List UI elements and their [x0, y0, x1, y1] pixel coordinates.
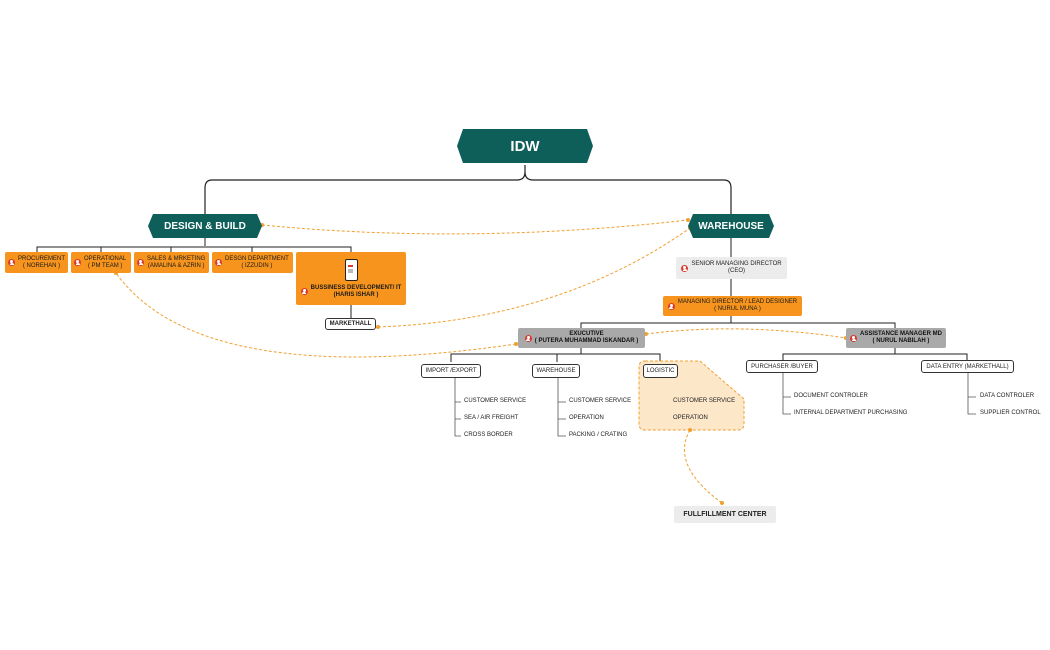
phone-icon — [344, 258, 358, 281]
list-item: CUSTOMER SERVICE — [569, 398, 632, 404]
import-export-node[interactable]: IMPORT /EXPORT — [421, 364, 481, 378]
list-item: INTERNAL DEPARTMENT PURCHASING — [794, 410, 908, 416]
list-item: CUSTOMER SERVICE — [673, 398, 736, 404]
list-item: DOCUMENT CONTROLER — [794, 393, 868, 399]
executive-title: EXUCUTIVE — [569, 331, 604, 337]
sales-person: (AMALINA & AZRIN ) — [147, 262, 205, 269]
person-icon — [300, 288, 308, 295]
warehouse-node[interactable]: WAREHOUSE — [688, 214, 774, 238]
operational-person: ( PM TEAM ) — [87, 262, 123, 269]
procurement-person: ( NOREHAN ) — [22, 262, 61, 269]
list-item: OPERATION — [673, 415, 708, 421]
import-export-label: IMPORT /EXPORT — [425, 368, 477, 374]
list-item: CUSTOMER SERVICE — [464, 398, 527, 404]
sales-node[interactable]: SALES & MRKETING(AMALINA & AZRIN ) — [134, 252, 209, 273]
ceo-node[interactable]: SENIOR MANAGING DIRECTOR(CEO) — [676, 257, 787, 279]
fulfillment-label: FULLFILLMENT CENTER — [683, 511, 767, 518]
root-label: IDW — [510, 137, 540, 155]
design-dept-title: DESGN DEPARTMENT — [225, 255, 289, 262]
list-item: CROSS BORDER — [464, 432, 513, 438]
warehouse-shape — [688, 214, 774, 238]
markethall-label: MARKETHALL — [329, 321, 372, 327]
fulfillment-node[interactable]: FULLFILLMENT CENTER — [674, 506, 776, 523]
sales-title: SALES & MRKETING — [147, 255, 206, 262]
data-entry-node[interactable]: DATA ENTRY (MARKETHALL) — [921, 360, 1014, 373]
assistant-person: ( NURUL NABILAH ) — [872, 338, 930, 344]
operational-node[interactable]: OPERATIONAL( PM TEAM ) — [71, 252, 131, 273]
list-item: PACKING / CRATING — [569, 432, 628, 438]
design-build-label: DESIGN & BUILD — [164, 220, 246, 232]
list-item: SEA / AIR FREIGHT — [464, 415, 519, 421]
logistic-label: LOGISTIC — [646, 368, 675, 374]
person-icon — [681, 264, 689, 272]
design-build-shape — [148, 214, 262, 238]
markethall-node[interactable]: MARKETHALL — [325, 318, 376, 330]
assistant-title: ASSISTANCE MANAGER MD — [860, 331, 942, 337]
warehouse-sub-node[interactable]: WAREHOUSE — [532, 364, 580, 378]
person-icon — [137, 259, 144, 266]
md-node[interactable]: MANAGING DIRECTOR / LEAD DESIGNER( NURUL… — [663, 296, 802, 316]
list-item: DATA CONTROLER — [980, 393, 1035, 399]
list-item: SUPPLIER CONTROL — [980, 410, 1041, 416]
md-title: MANAGING DIRECTOR / LEAD DESIGNER — [677, 299, 798, 305]
purchaser-label: PURCHASER /BUYER — [751, 363, 813, 370]
executive-node[interactable]: EXUCUTIVE( PUTERA MUHAMMAD ISKANDAR ) — [518, 328, 645, 348]
warehouse-label: WAREHOUSE — [698, 220, 764, 232]
person-icon — [667, 302, 675, 310]
procurement-node[interactable]: PROCUREMENT( NOREHAN ) — [5, 252, 68, 273]
data-entry-label: DATA ENTRY (MARKETHALL) — [926, 363, 1009, 370]
business-dev-node[interactable]: BUSSINESS DEVELOPMENT/ IT(HARIS ISHAR ) — [296, 252, 406, 305]
business-dev-title: BUSSINESS DEVELOPMENT/ IT — [310, 284, 402, 291]
warehouse-sub-label: WAREHOUSE — [536, 368, 576, 374]
design-build-node[interactable]: DESIGN & BUILD — [148, 214, 262, 238]
design-dept-person: ( IZZUDIN ) — [241, 262, 273, 269]
ceo-role: (CEO) — [727, 268, 745, 274]
logistic-node[interactable]: LOGISTIC — [643, 364, 678, 378]
person-icon — [74, 259, 81, 266]
assistant-node[interactable]: ASSISTANCE MANAGER MD( NURUL NABILAH ) — [846, 328, 946, 348]
purchaser-node[interactable]: PURCHASER /BUYER — [746, 360, 818, 373]
person-icon — [850, 334, 858, 342]
root-shape — [457, 129, 593, 163]
person-icon — [8, 259, 15, 266]
root-node[interactable]: IDW — [457, 129, 593, 163]
list-item: OPERATION — [569, 415, 604, 421]
md-person: ( NURUL MUNA ) — [714, 306, 761, 312]
design-dept-node[interactable]: DESGN DEPARTMENT( IZZUDIN ) — [212, 252, 293, 273]
person-icon — [524, 334, 532, 342]
executive-person: ( PUTERA MUHAMMAD ISKANDAR ) — [534, 338, 639, 344]
operational-title: OPERATIONAL — [84, 255, 127, 262]
person-icon — [215, 259, 222, 266]
ceo-title: SENIOR MANAGING DIRECTOR — [691, 261, 782, 267]
business-dev-person: (HARIS ISHAR ) — [333, 291, 379, 298]
procurement-title: PROCUREMENT — [18, 255, 66, 262]
